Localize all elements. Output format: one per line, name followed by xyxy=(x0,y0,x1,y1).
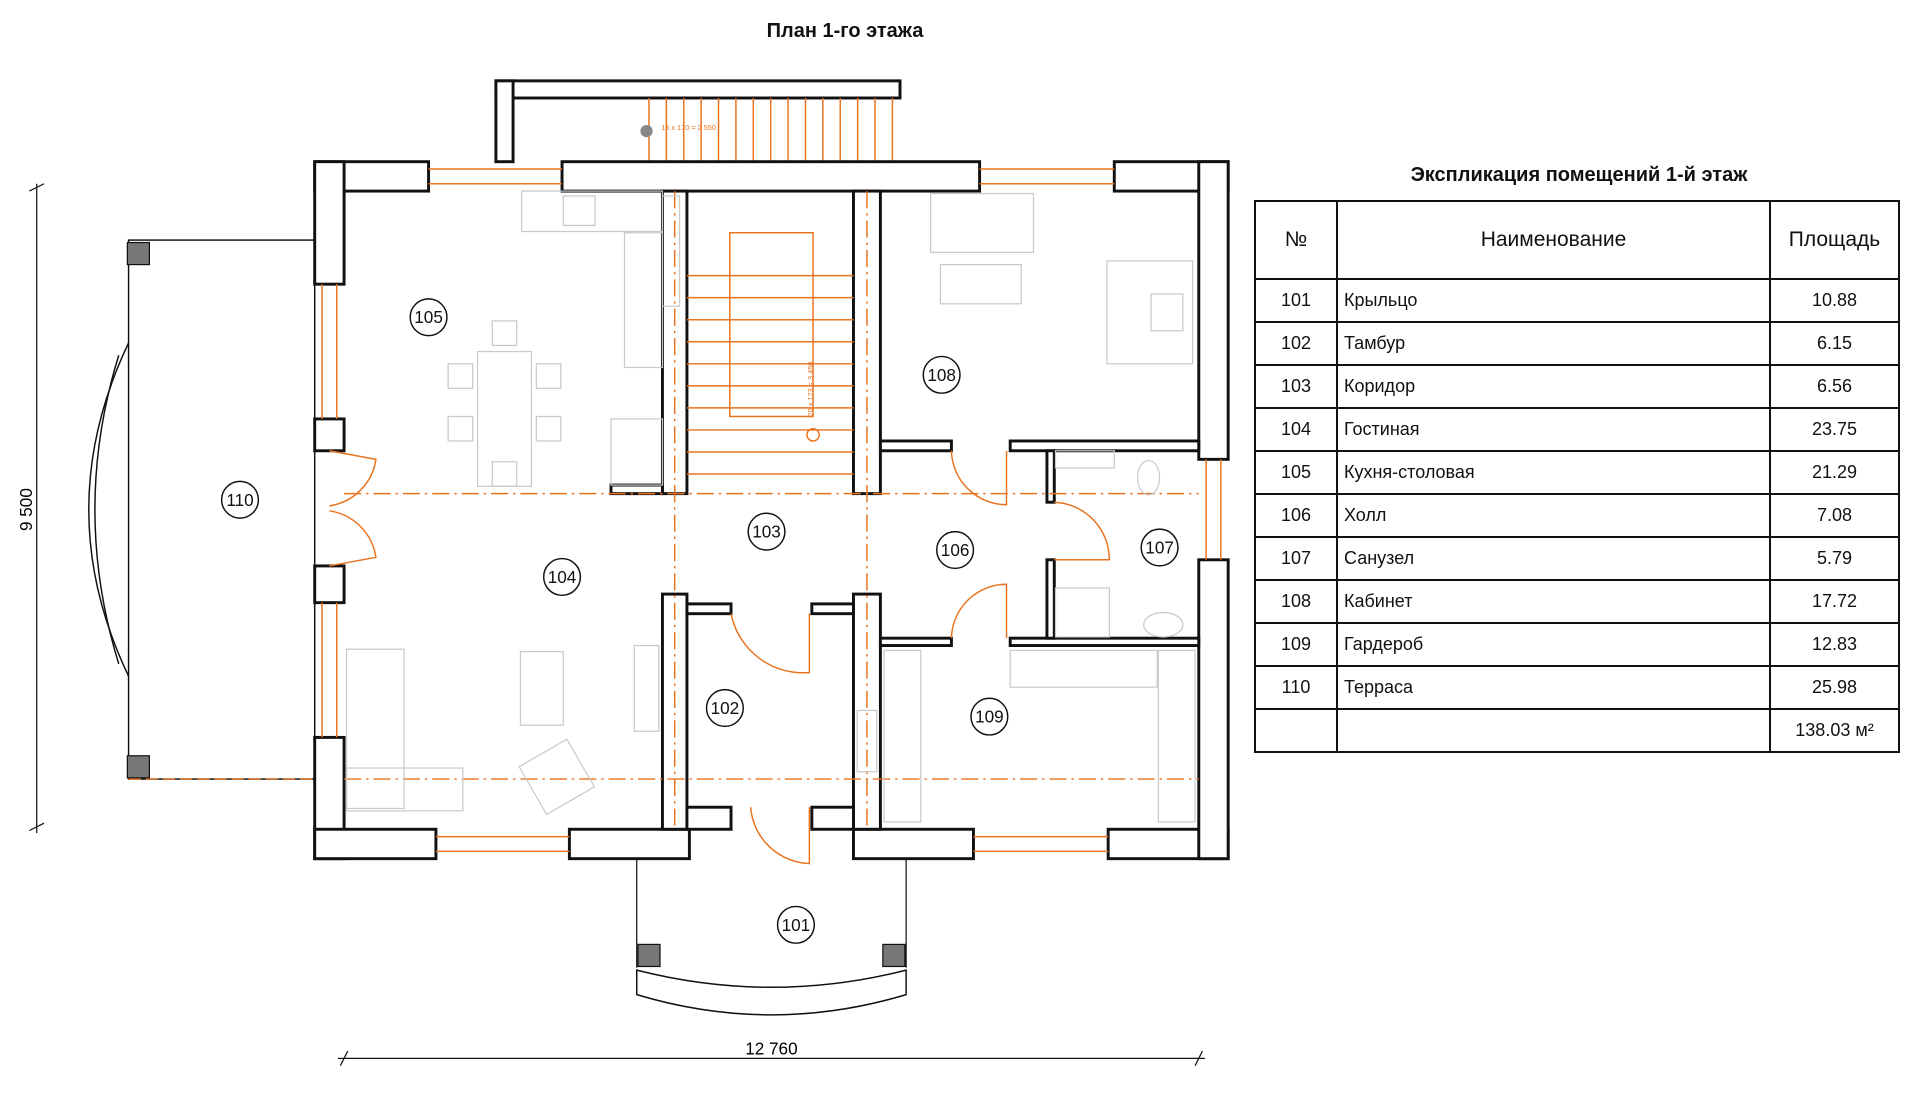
cell-name: Гардероб xyxy=(1336,622,1771,667)
total-area: 138.03 м² xyxy=(1769,708,1900,753)
room-label: 109 xyxy=(970,697,1009,736)
cell-area: 25.98 xyxy=(1769,665,1900,710)
inner-stair-label: 20 x 173 = 3 450 xyxy=(806,362,815,417)
outer-stair xyxy=(494,79,902,164)
room-label: 101 xyxy=(776,905,816,944)
table-header-row: № Наименование Площадь xyxy=(1254,200,1900,280)
room-number: 109 xyxy=(975,707,1004,727)
room-number: 107 xyxy=(1145,538,1174,558)
dimension-height: 9 500 xyxy=(16,488,36,531)
cell-num: 110 xyxy=(1254,665,1338,710)
cell-area: 17.72 xyxy=(1769,579,1900,624)
cell-num: 106 xyxy=(1254,493,1338,538)
cell-name: Кабинет xyxy=(1336,579,1771,624)
dimensions xyxy=(29,183,1205,1066)
cell-area: 5.79 xyxy=(1769,536,1900,581)
room-marker xyxy=(705,688,744,728)
room-marker xyxy=(936,530,975,570)
cell-empty xyxy=(1336,708,1771,753)
terrace xyxy=(88,239,316,780)
room-marker xyxy=(542,557,582,597)
explication-title: Экспликация помещений 1-й этаж xyxy=(1410,164,1748,186)
cell-name: Крыльцо xyxy=(1336,278,1771,323)
room-number: 102 xyxy=(711,698,740,718)
cell-num: 108 xyxy=(1254,579,1338,624)
room-marker xyxy=(922,355,961,394)
cell-num: 101 xyxy=(1254,278,1338,323)
cell-num: 104 xyxy=(1254,407,1338,452)
cell-name: Холл xyxy=(1336,493,1771,538)
cell-area: 6.56 xyxy=(1769,364,1900,409)
room-label: 103 xyxy=(747,512,786,551)
header-name: Наименование xyxy=(1336,200,1771,280)
room-label: 106 xyxy=(936,530,975,570)
cell-area: 21.29 xyxy=(1769,450,1900,495)
cell-num: 105 xyxy=(1254,450,1338,495)
room-number: 103 xyxy=(752,522,781,542)
windows xyxy=(321,168,1222,853)
room-number: 101 xyxy=(782,915,811,935)
cell-num: 107 xyxy=(1254,536,1338,581)
room-label: 110 xyxy=(220,480,260,519)
cell-empty xyxy=(1254,708,1338,753)
room-marker xyxy=(1140,528,1179,567)
cell-name: Коридор xyxy=(1336,364,1771,409)
room-marker xyxy=(776,905,816,944)
room-label: 105 xyxy=(409,298,448,337)
room-number: 110 xyxy=(226,490,253,510)
room-marker xyxy=(220,480,260,519)
room-label: 102 xyxy=(705,688,744,728)
room-label: 108 xyxy=(922,355,961,394)
cell-name: Санузел xyxy=(1336,536,1771,581)
axis-lines xyxy=(344,191,1199,830)
cell-name: Терраса xyxy=(1336,665,1771,710)
cell-name: Кухня-столовая xyxy=(1336,450,1771,495)
cell-num: 109 xyxy=(1254,622,1338,667)
dimension-width: 12 760 xyxy=(745,1039,797,1059)
room-label: 107 xyxy=(1140,528,1179,567)
header-num: № xyxy=(1254,200,1338,280)
cell-area: 10.88 xyxy=(1769,278,1900,323)
cell-num: 102 xyxy=(1254,321,1338,366)
cell-area: 23.75 xyxy=(1769,407,1900,452)
room-marker xyxy=(970,697,1009,736)
walls xyxy=(313,160,1230,861)
plan-title: План 1-го этажа xyxy=(766,20,924,42)
room-number: 104 xyxy=(548,567,577,587)
porch xyxy=(636,858,907,1016)
room-number: 105 xyxy=(414,307,443,327)
cell-name: Тамбур xyxy=(1336,321,1771,366)
room-marker xyxy=(747,512,786,551)
room-number: 106 xyxy=(941,540,970,560)
room-marker xyxy=(409,298,448,337)
furniture xyxy=(345,190,1196,823)
cell-name: Гостиная xyxy=(1336,407,1771,452)
room-label: 104 xyxy=(542,557,582,597)
total-row: 138.03 м² xyxy=(1254,708,1900,753)
cell-area: 12.83 xyxy=(1769,622,1900,667)
cell-num: 103 xyxy=(1254,364,1338,409)
doors xyxy=(329,450,1111,865)
header-area: Площадь xyxy=(1769,200,1900,280)
outer-stair-label: 15 x 170 = 2 550 xyxy=(661,123,716,132)
cell-area: 6.15 xyxy=(1769,321,1900,366)
inner-stair xyxy=(686,231,854,475)
room-number: 108 xyxy=(927,365,956,385)
cell-area: 7.08 xyxy=(1769,493,1900,538)
